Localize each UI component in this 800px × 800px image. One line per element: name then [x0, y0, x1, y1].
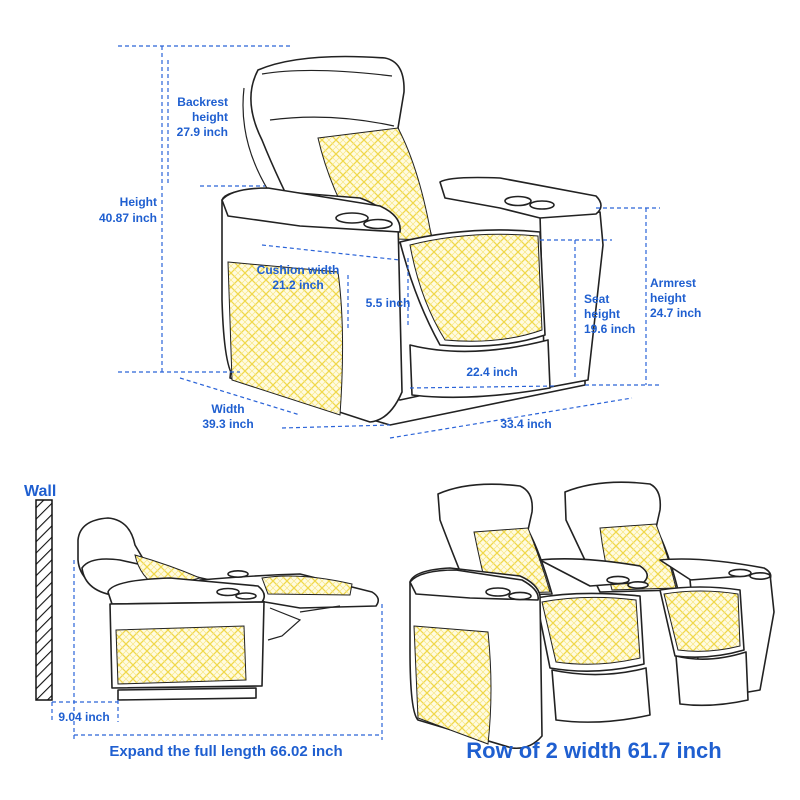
- height-value: 40.87 inch: [99, 211, 157, 225]
- seat-depth-value: 22.4 inch: [466, 365, 517, 379]
- seat-height-label-1: Seat: [584, 292, 609, 306]
- wall-label: Wall: [24, 483, 56, 500]
- backrest-height-label-1: Backrest: [177, 95, 228, 109]
- backrest-height-value: 27.9 inch: [177, 125, 228, 139]
- main-dimension-lines: [118, 45, 660, 439]
- row-chair-left: [409, 483, 651, 750]
- row-of-two-drawing: [409, 481, 775, 750]
- main-recliner-drawing: [221, 55, 604, 426]
- armrest-height-value: 24.7 inch: [650, 306, 701, 320]
- armrest-height-label-2: height: [650, 291, 686, 305]
- armrest-height-label-1: Armrest: [650, 276, 696, 290]
- backrest-height-label-2: height: [192, 110, 228, 124]
- reclined-dimension-lines: [51, 560, 383, 740]
- width-label: Width: [211, 402, 244, 416]
- cushion-width-value: 21.2 inch: [272, 278, 323, 292]
- width-value: 39.3 inch: [202, 417, 253, 431]
- height-label: Height: [120, 195, 157, 209]
- wall-hatch: [35, 499, 53, 701]
- full-length-label: Expand the full length 66.02 inch: [109, 743, 342, 760]
- seat-height-label-2: height: [584, 307, 620, 321]
- depth-value: 33.4 inch: [500, 417, 551, 431]
- reclined-recliner-drawing: [77, 517, 380, 701]
- cushion-thickness-value: 5.5 inch: [366, 296, 411, 310]
- row-width-label: Row of 2 width 61.7 inch: [466, 738, 721, 763]
- wall-gap-value: 9.04 inch: [58, 710, 109, 724]
- cushion-width-label: Cushion width: [257, 263, 340, 277]
- seat-height-value: 19.6 inch: [584, 322, 635, 336]
